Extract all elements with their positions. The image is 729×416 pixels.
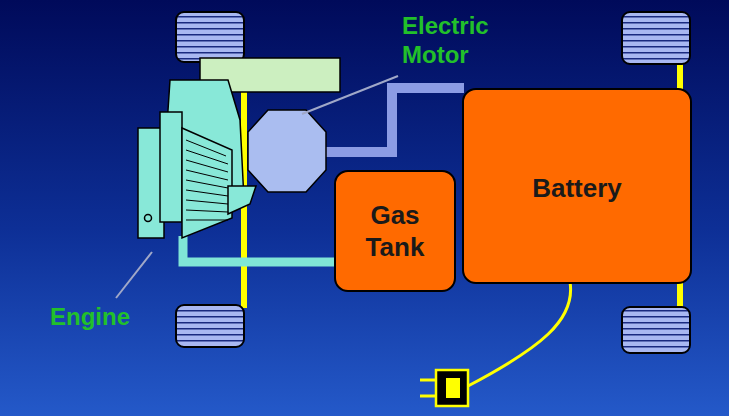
fuel-storage-box: Gas Tank	[334, 170, 456, 292]
charging-cord	[468, 282, 571, 386]
node-text: Battery	[532, 172, 622, 205]
power-cable	[312, 88, 464, 152]
wheel	[622, 12, 690, 64]
wheel	[622, 307, 690, 353]
plug	[420, 370, 468, 406]
engine-symbol	[138, 80, 256, 238]
leader-line	[116, 252, 152, 298]
wheel	[176, 305, 244, 347]
wheel	[176, 12, 244, 62]
fuel-storage-box: Battery	[462, 88, 692, 284]
wheels	[176, 12, 690, 353]
node-text: Gas Tank	[342, 199, 448, 264]
callout-label: Electric Motor	[402, 12, 512, 70]
electric-motor-symbol	[248, 110, 326, 192]
callout-label: Engine	[50, 303, 160, 332]
fuel-line	[183, 236, 336, 262]
leader-line	[302, 76, 398, 114]
